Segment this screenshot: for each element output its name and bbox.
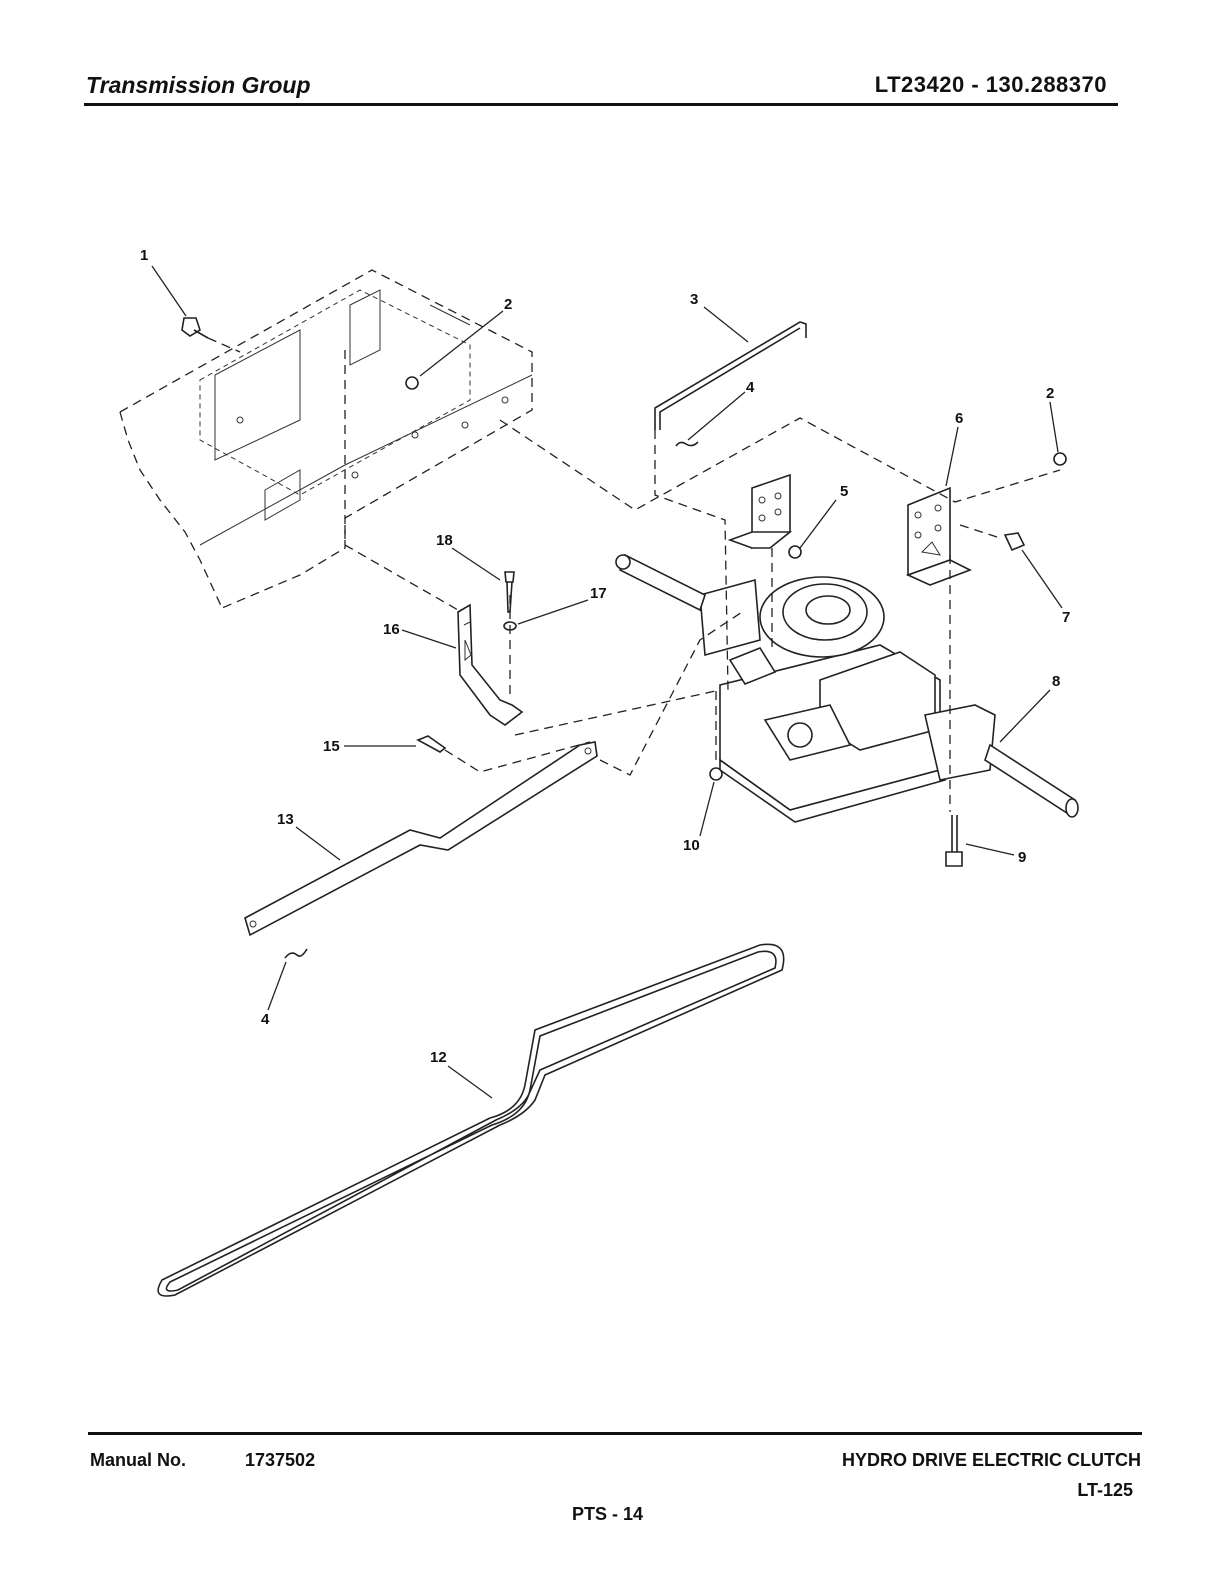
footer-divider xyxy=(88,1432,1142,1435)
callout-2-right: 2 xyxy=(1046,385,1054,402)
bracket-left xyxy=(730,475,790,548)
callout-labels: 1 2 3 4 5 6 2 7 8 18 17 16 15 13 10 9 4 … xyxy=(140,247,1070,1066)
nut-part-2 xyxy=(406,377,418,389)
frame-phantom xyxy=(120,270,532,608)
callout-3: 3 xyxy=(690,291,698,308)
page-number: PTS - 14 xyxy=(572,1504,643,1525)
rod-part-3 xyxy=(655,322,806,430)
transmission-body xyxy=(616,555,1078,822)
manual-label: Manual No. xyxy=(90,1450,186,1471)
clip-part-4-top xyxy=(676,442,698,446)
callout-8: 8 xyxy=(1052,673,1060,690)
callout-10: 10 xyxy=(683,837,700,854)
callout-4-bottom: 4 xyxy=(261,1011,270,1028)
bolt-part-7 xyxy=(1005,533,1024,550)
nut-part-5 xyxy=(789,546,801,558)
callout-7: 7 xyxy=(1062,609,1070,626)
callout-18: 18 xyxy=(436,532,453,549)
clip-part-4-bottom xyxy=(285,949,307,958)
manual-number: 1737502 xyxy=(245,1450,315,1471)
callout-13: 13 xyxy=(277,811,294,828)
callout-5: 5 xyxy=(840,483,848,500)
belt-part-12 xyxy=(158,944,784,1296)
link-bar-part-13 xyxy=(245,742,597,935)
callout-4: 4 xyxy=(746,379,755,396)
model-code: LT-125 xyxy=(1077,1480,1133,1501)
callout-12: 12 xyxy=(430,1049,447,1066)
bolt-part-15 xyxy=(418,736,445,752)
callout-9: 9 xyxy=(1018,849,1026,866)
callout-1: 1 xyxy=(140,247,148,264)
bolt-part-9 xyxy=(946,815,962,866)
callout-16: 16 xyxy=(383,621,400,638)
transmission-exploded-diagram: 1 2 3 4 5 6 2 7 8 18 17 16 15 13 10 9 4 … xyxy=(0,0,1225,1430)
bracket-part-6 xyxy=(908,488,970,585)
screw-part-18 xyxy=(505,572,514,612)
callout-15: 15 xyxy=(323,738,340,755)
callout-6: 6 xyxy=(955,410,963,427)
nut-part-10 xyxy=(710,768,722,780)
bolt-part-1 xyxy=(182,318,240,352)
callout-17: 17 xyxy=(590,585,607,602)
nut-part-2-right xyxy=(1054,453,1066,465)
callout-2: 2 xyxy=(504,296,512,313)
drive-type: HYDRO DRIVE ELECTRIC CLUTCH xyxy=(842,1450,1141,1471)
